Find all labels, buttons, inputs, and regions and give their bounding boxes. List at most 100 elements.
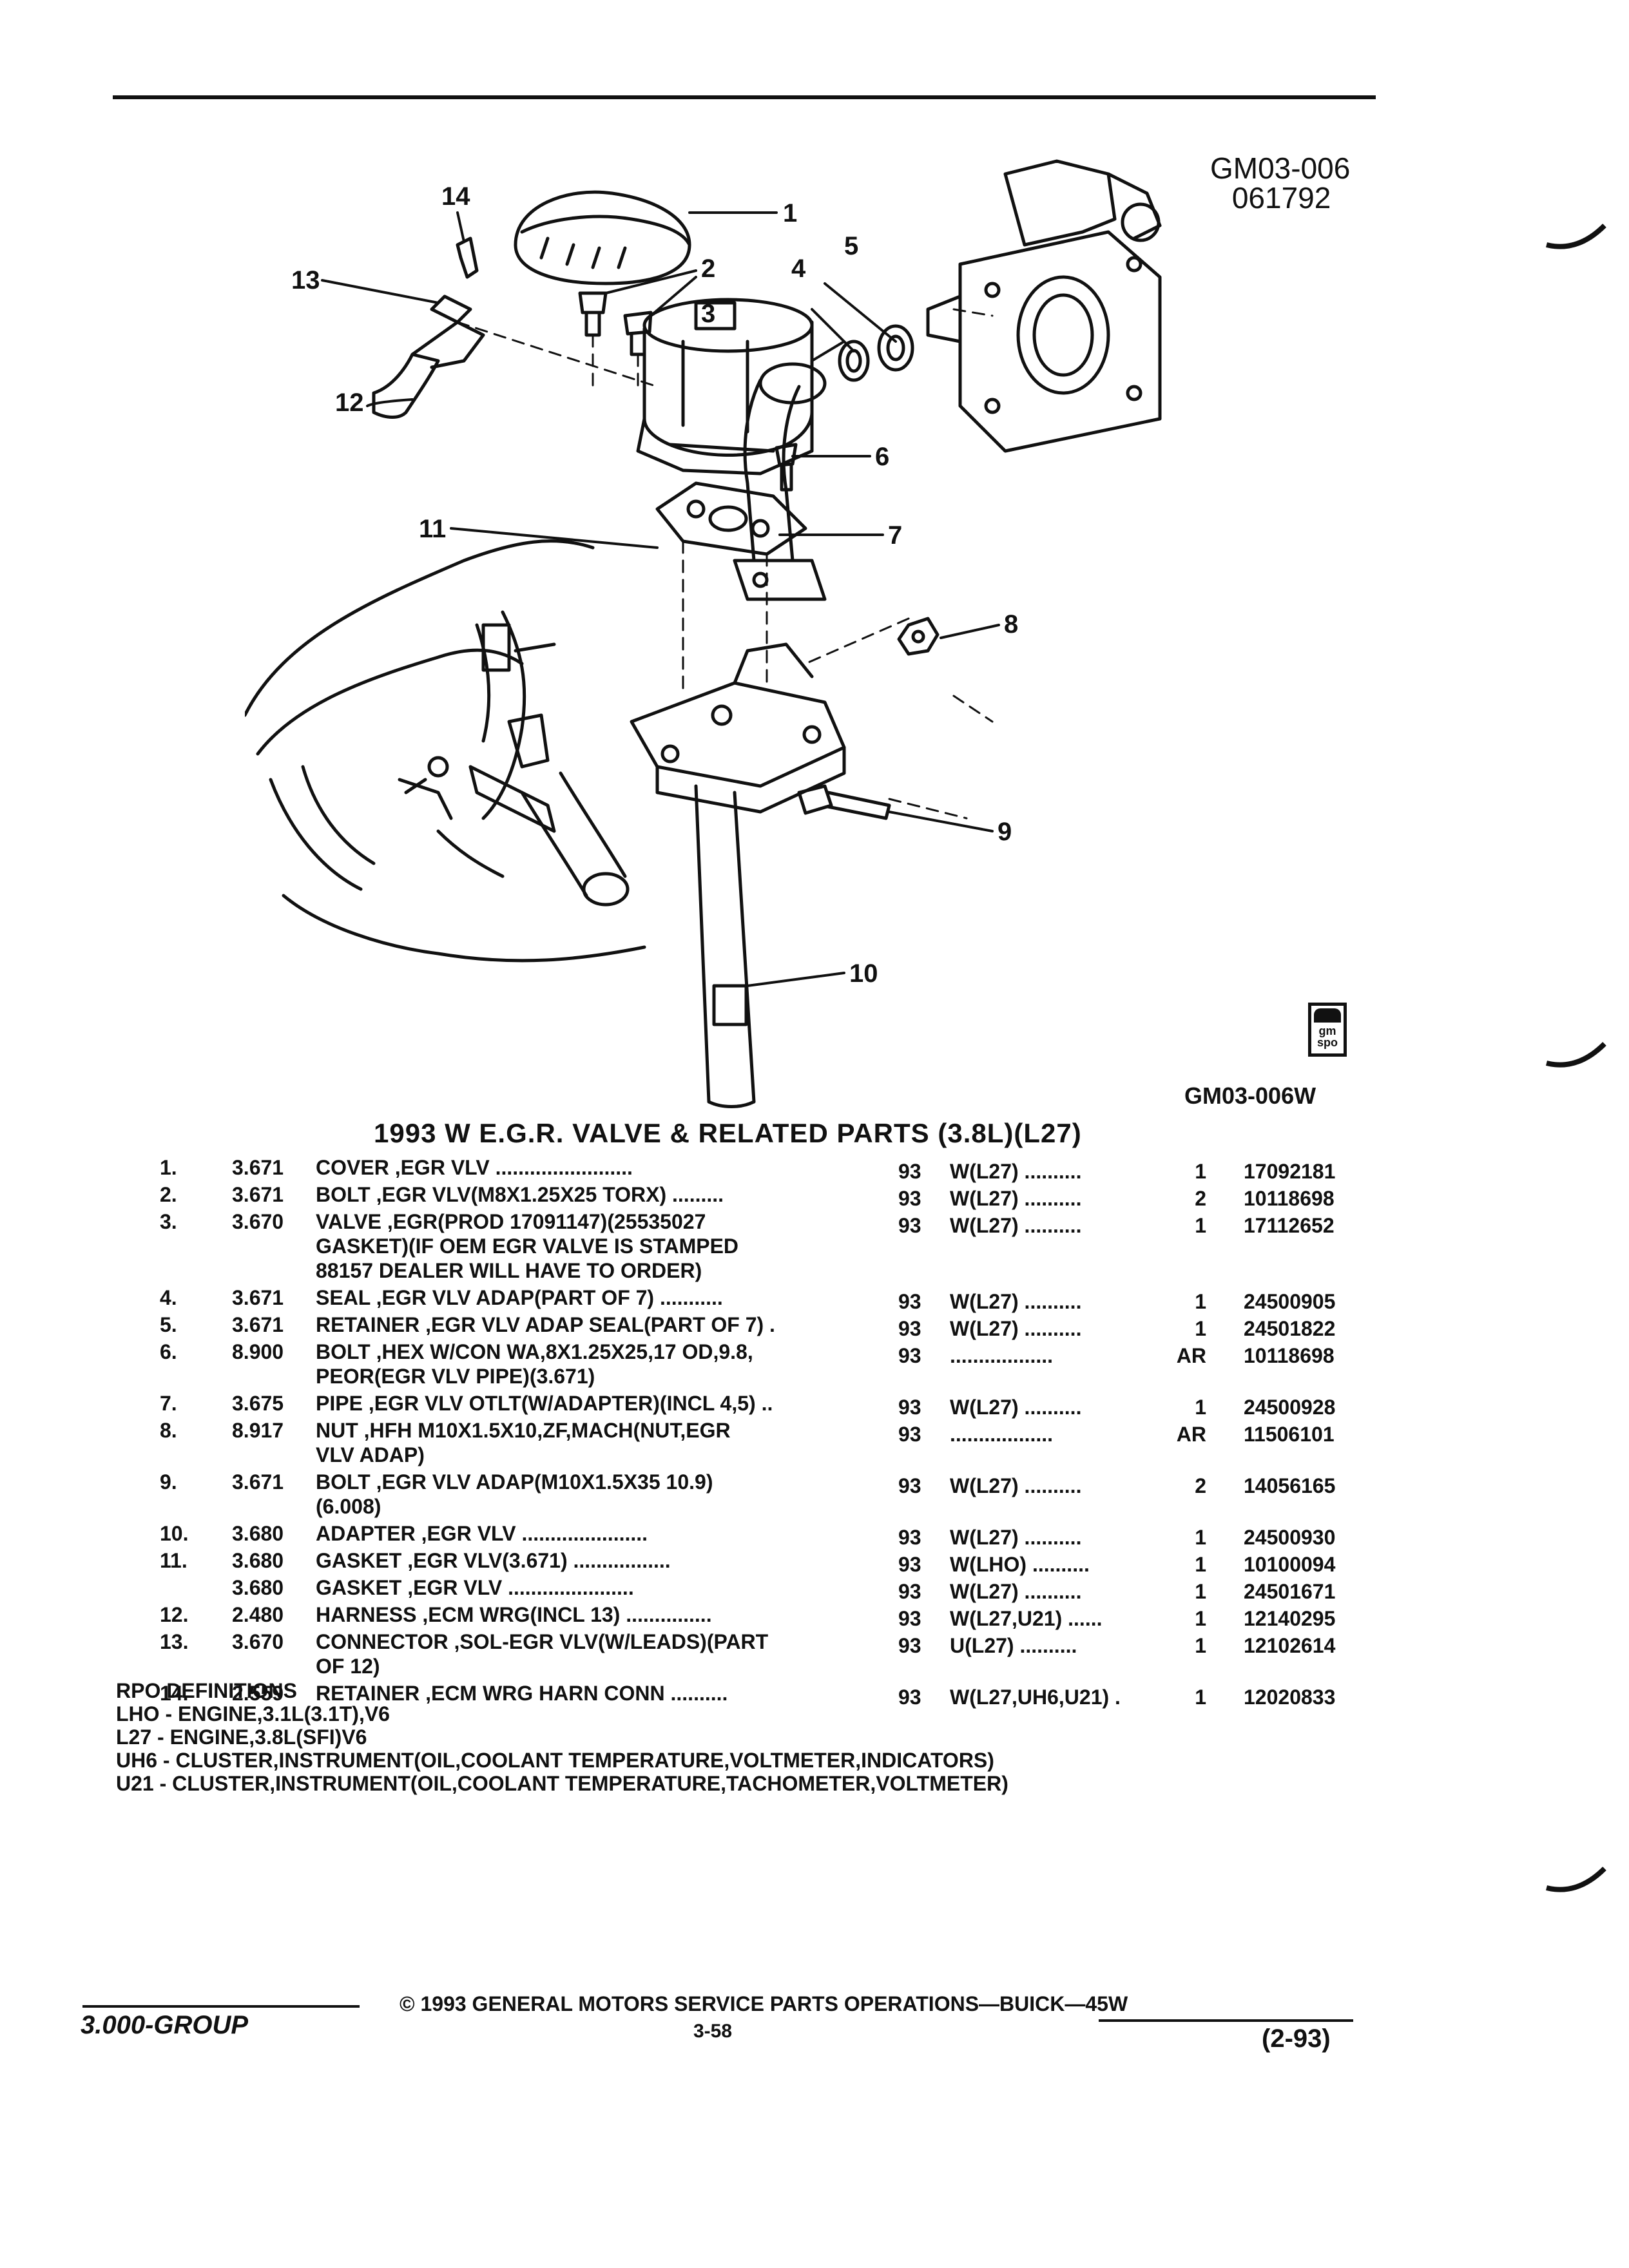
bolt-9 [797, 784, 833, 815]
part-index: 6. [160, 1340, 177, 1363]
part-number: 11506101 [1244, 1423, 1335, 1446]
parts-list-title: 1993 W E.G.R. VALVE & RELATED PARTS (3.8… [374, 1118, 1082, 1148]
part-quantity: 1 [1195, 1214, 1206, 1237]
callout-6: 6 [875, 443, 889, 471]
part-row: 11. 3.680 GASKET ,EGR VLV(3.671) .........… [148, 1549, 1373, 1576]
top-rule [113, 95, 1376, 99]
part-description: RETAINER ,EGR VLV ADAP SEAL(PART OF 7) . [316, 1313, 775, 1336]
part-model: W(L27) .......... [950, 1580, 1082, 1603]
connector-13 [430, 294, 472, 324]
part-model: .................. [950, 1344, 1054, 1367]
bracket-stud [481, 623, 511, 672]
callout-3: 3 [701, 300, 715, 328]
part-description: GASKET ,EGR VLV(3.671) ................. [316, 1549, 671, 1572]
egr-valve-body [642, 320, 814, 457]
part-quantity: 2 [1195, 1187, 1206, 1210]
part-index: 4. [160, 1286, 177, 1309]
part-model: W(L27) .......... [950, 1160, 1082, 1183]
rpo-definitions: RPO DEFINITIONS LHO - ENGINE,3.1L(3.1T),… [116, 1679, 1008, 1795]
part-number: 24501822 [1244, 1317, 1336, 1340]
callout-10: 10 [849, 959, 878, 988]
part-description: PEOR(EGR VLV PIPE)(3.671) [316, 1365, 595, 1388]
part-quantity: AR [1176, 1423, 1206, 1446]
part-number: 10118698 [1244, 1187, 1335, 1210]
part-description: GASKET)(IF OEM EGR VALVE IS STAMPED [316, 1235, 739, 1258]
part-quantity: 1 [1195, 1634, 1206, 1657]
callout-1: 1 [783, 199, 797, 227]
exploded-parts-diagram: 1 2 3 4 5 6 7 8 9 10 11 12 13 14 [245, 159, 1162, 1108]
part-quantity: 1 [1195, 1396, 1206, 1419]
part-group: 3.680 [232, 1549, 284, 1572]
part-index: 7. [160, 1392, 177, 1415]
part-year: 93 [898, 1423, 921, 1446]
part-number: 14056165 [1244, 1474, 1336, 1497]
part-group: 2.480 [232, 1603, 284, 1626]
throttle-body [958, 230, 1162, 453]
part-model: W(L27,UH6,U21) . [950, 1686, 1121, 1709]
part-year: 93 [898, 1607, 921, 1630]
callout-11: 11 [419, 515, 446, 543]
part-model: U(L27) .......... [950, 1634, 1077, 1657]
part-year: 93 [898, 1160, 921, 1183]
part-number: 12102614 [1244, 1634, 1336, 1657]
part-year: 93 [898, 1396, 921, 1419]
part-group: 3.675 [232, 1392, 284, 1415]
part-number: 10100094 [1244, 1553, 1336, 1576]
part-group: 3.671 [232, 1286, 284, 1309]
part-number: 12020833 [1244, 1686, 1336, 1709]
part-quantity: 1 [1195, 1686, 1206, 1709]
part-description: ADAPTER ,EGR VLV ...................... [316, 1522, 648, 1545]
egr-pipe [743, 378, 762, 562]
part-quantity: 1 [1195, 1580, 1206, 1603]
rpo-heading: RPO DEFINITIONS [116, 1679, 297, 1702]
egr-adapter [630, 681, 846, 788]
bolt-2-right [623, 311, 653, 336]
retainer-5 [877, 324, 914, 372]
callout-4: 4 [791, 255, 806, 283]
part-year: 93 [898, 1290, 921, 1313]
part-quantity: AR [1176, 1344, 1206, 1367]
engine-outline [245, 539, 595, 717]
callout-5: 5 [844, 232, 858, 260]
callout-2: 2 [701, 255, 715, 283]
part-model: W(L27) .......... [950, 1214, 1082, 1237]
footer-rule-left [82, 2005, 360, 2008]
part-model: W(L27) .......... [950, 1317, 1082, 1340]
part-description: (6.008) [316, 1495, 381, 1518]
part-index: 5. [160, 1313, 177, 1336]
part-description: RETAINER ,ECM WRG HARN CONN .......... [316, 1682, 728, 1705]
parts-list: 1. 3.671 COVER ,EGR VLV ..................… [148, 1156, 1373, 1709]
footer-group: 3.000-GROUP [81, 2011, 249, 2039]
part-group: 3.680 [232, 1576, 284, 1599]
part-index: 1. [160, 1156, 177, 1179]
part-description: COVER ,EGR VLV ........................ [316, 1156, 633, 1179]
rpo-item-l27: L27 - ENGINE,3.8L(SFI)V6 [116, 1725, 367, 1749]
part-group: 3.670 [232, 1630, 284, 1653]
part-year: 93 [898, 1580, 921, 1603]
part-index: 11. [160, 1549, 188, 1572]
gm-spo-logo: gm spo [1308, 1003, 1347, 1057]
part-number: 24500928 [1244, 1396, 1336, 1419]
callout-14: 14 [441, 182, 470, 211]
footer-rule-right [1099, 2019, 1353, 2022]
part-number: 24500905 [1244, 1290, 1336, 1313]
bolt-2-left [578, 291, 608, 314]
part-group: 3.671 [232, 1470, 284, 1494]
callout-13: 13 [291, 266, 320, 294]
part-year: 93 [898, 1344, 921, 1367]
part-year: 93 [898, 1474, 921, 1497]
part-year: 93 [898, 1317, 921, 1340]
part-group: 8.900 [232, 1340, 284, 1363]
part-group: 2.559 [232, 1682, 284, 1705]
part-index: 3. [160, 1210, 177, 1233]
part-group: 3.671 [232, 1156, 284, 1179]
